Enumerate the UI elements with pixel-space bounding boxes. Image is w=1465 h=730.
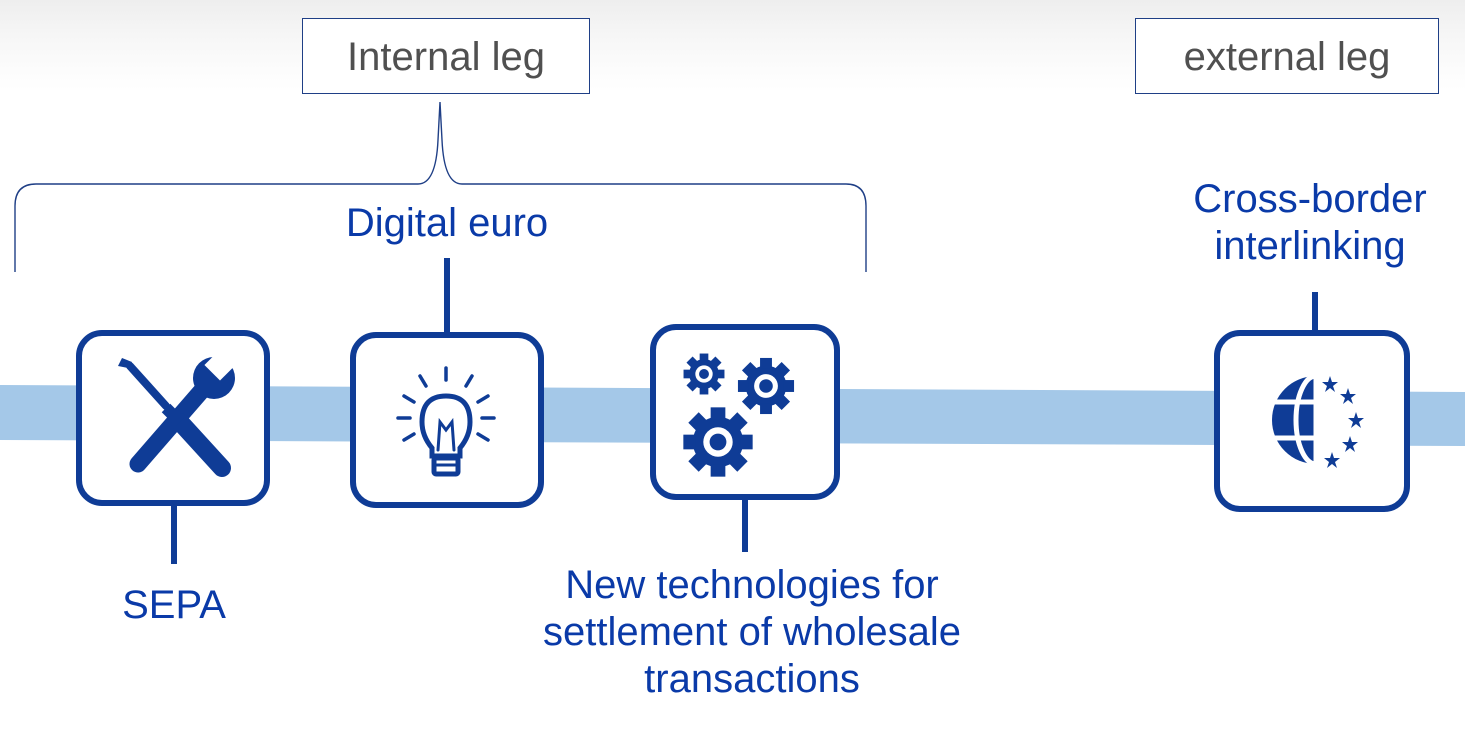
cross-border-tile: [1214, 330, 1410, 512]
lightbulb-icon: [396, 366, 496, 477]
external-leg-label: external leg: [1135, 18, 1439, 94]
cross-border-caption-line-2: interlinking: [1214, 224, 1406, 268]
wrench-screwdriver-icon: [118, 349, 236, 477]
new-tech-caption-line-1: New technologies for: [565, 563, 939, 607]
sepa-tile: [76, 330, 270, 506]
sepa-caption: SEPA: [122, 583, 226, 627]
digital-euro-caption: Digital euro: [345, 201, 549, 245]
cross-border-caption: Cross-border interlinking: [1160, 176, 1460, 270]
new-tech-caption-line-3: transactions: [644, 657, 860, 701]
new-tech-tile: [650, 324, 840, 500]
new-tech-caption: New technologies for settlement of whole…: [472, 562, 1032, 703]
gears-icon: [683, 353, 795, 477]
globe-eu-stars-icon: [1260, 366, 1364, 476]
new-tech-caption-line-2: settlement of wholesale: [542, 610, 961, 654]
internal-leg-label: Internal leg: [302, 18, 590, 94]
eu-stars: [1322, 376, 1364, 468]
cross-border-caption-line-1: Cross-border: [1193, 177, 1427, 221]
digital-euro-tile: [350, 332, 544, 508]
internal-leg-bracket: [14, 101, 867, 272]
